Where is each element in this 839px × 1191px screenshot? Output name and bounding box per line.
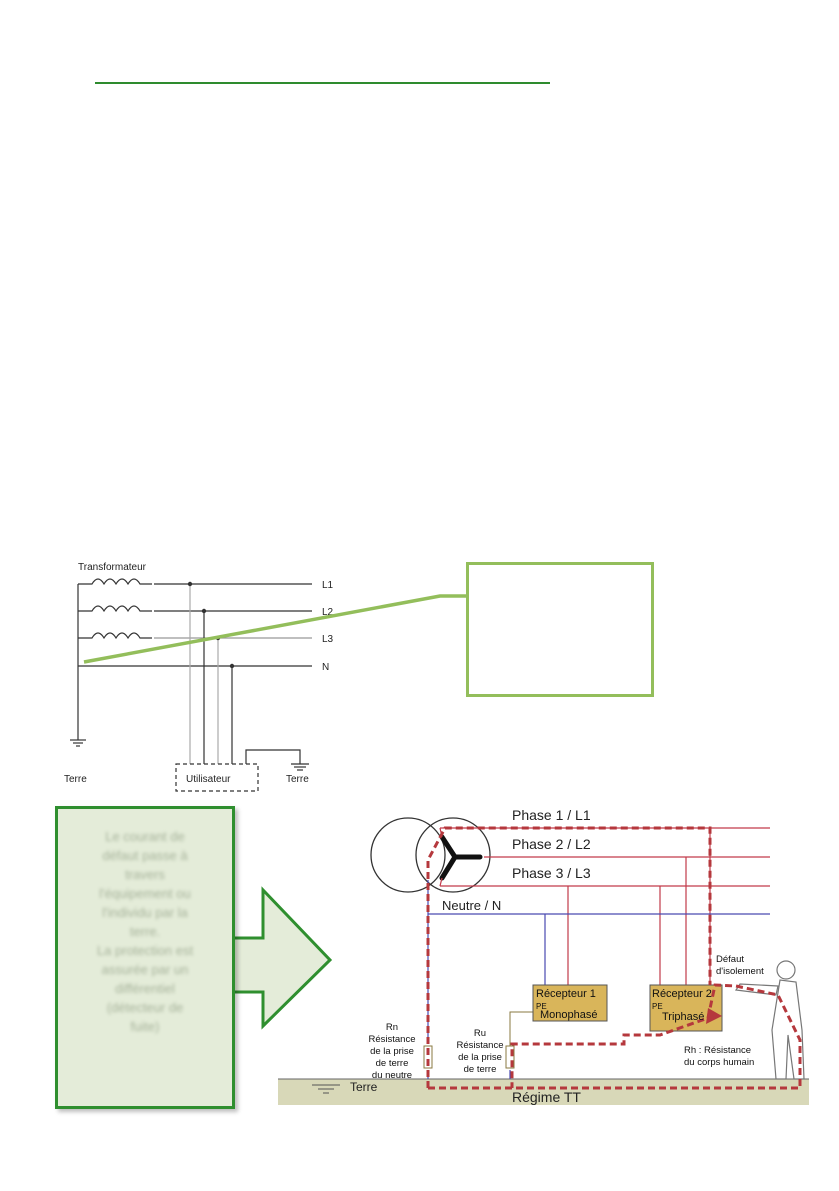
receiver-1-type: Monophasé: [540, 1009, 598, 1021]
label-phase-1: Phase 1 / L1: [512, 807, 591, 823]
ru-label-3: de terre: [464, 1064, 497, 1075]
rn-label-3: de terre: [376, 1058, 409, 1069]
label-earth-left: Terre: [64, 774, 87, 785]
rh-label-1: Rh : Résistance: [684, 1045, 751, 1056]
receiver-2-type: Triphasé: [662, 1011, 704, 1023]
top-diagram: Transformateur: [70, 562, 312, 792]
human-figure-icon: [734, 960, 805, 1080]
ru-label-1: Résistance: [457, 1040, 504, 1051]
rn-label-2: de la prise: [370, 1046, 414, 1057]
fault-arrow-icon: [706, 1008, 722, 1024]
right-arrow-icon: [231, 886, 333, 1030]
coil-1-icon: [78, 578, 152, 586]
label-neutral: Neutre / N: [442, 898, 501, 913]
ru-label-2: de la prise: [458, 1052, 502, 1063]
transformer-secondary-icon: [415, 817, 491, 893]
transformer-primary-icon: [370, 817, 446, 893]
callout-box: [466, 562, 654, 697]
rn-resistor-icon: [423, 1045, 433, 1069]
receiver-1-pe: PE: [536, 1002, 547, 1011]
annotation-labels: Défaut d'isolement Rh : Résistance du co…: [369, 954, 765, 1081]
label-l1: L1: [322, 580, 334, 591]
coil-2-icon: [78, 605, 152, 613]
coil-3-icon: [78, 632, 152, 640]
fault-label-1: Défaut: [716, 954, 744, 965]
note-text: Le courant de défaut passe à travers l'é…: [96, 829, 194, 1034]
label-phase-2: Phase 2 / L2: [512, 836, 591, 852]
label-n: N: [322, 662, 329, 673]
fault-label-2: d'isolement: [716, 966, 764, 977]
rh-label-2: du corps humain: [684, 1057, 754, 1068]
tt-diagram: [278, 817, 809, 1105]
tt-line-labels: Phase 1 / L1 Phase 2 / L2 Phase 3 / L3 N…: [350, 807, 591, 1105]
receiver-labels: Récepteur 1 PE Monophasé Récepteur 2 PE …: [536, 988, 712, 1023]
star-winding-icon: [439, 834, 483, 881]
receiver-2-pe: PE: [652, 1002, 663, 1011]
note-panel: Le courant de défaut passe à travers l'é…: [55, 806, 235, 1109]
label-l3: L3: [322, 634, 334, 645]
callout-pointer: [83, 594, 466, 664]
transformer-label: Transformateur: [78, 562, 147, 573]
receiver-1-title: Récepteur 1: [536, 988, 596, 1000]
ru-label-0: Ru: [474, 1028, 486, 1039]
label-earth-right: Terre: [286, 774, 309, 785]
label-user: Utilisateur: [186, 774, 231, 785]
label-phase-3: Phase 3 / L3: [512, 865, 591, 881]
fault-loop-path: [428, 983, 802, 1090]
rn-label-4: du neutre: [372, 1070, 412, 1081]
top-diagram-labels: L1 L2 L3 N Terre Utilisateur Terre: [64, 580, 334, 785]
ground-band: [278, 1079, 809, 1105]
rn-label-0: Rn: [386, 1022, 398, 1033]
user-box: [175, 763, 259, 792]
rn-label-1: Résistance: [369, 1034, 416, 1045]
label-regime: Régime TT: [512, 1089, 581, 1105]
label-l2: L2: [322, 607, 334, 618]
receiver-1-box: [532, 984, 608, 1022]
receiver-2-box: [649, 984, 723, 1032]
title-underline: [95, 82, 550, 84]
receiver-2-title: Récepteur 2: [652, 988, 712, 1000]
label-earth: Terre: [350, 1080, 378, 1094]
